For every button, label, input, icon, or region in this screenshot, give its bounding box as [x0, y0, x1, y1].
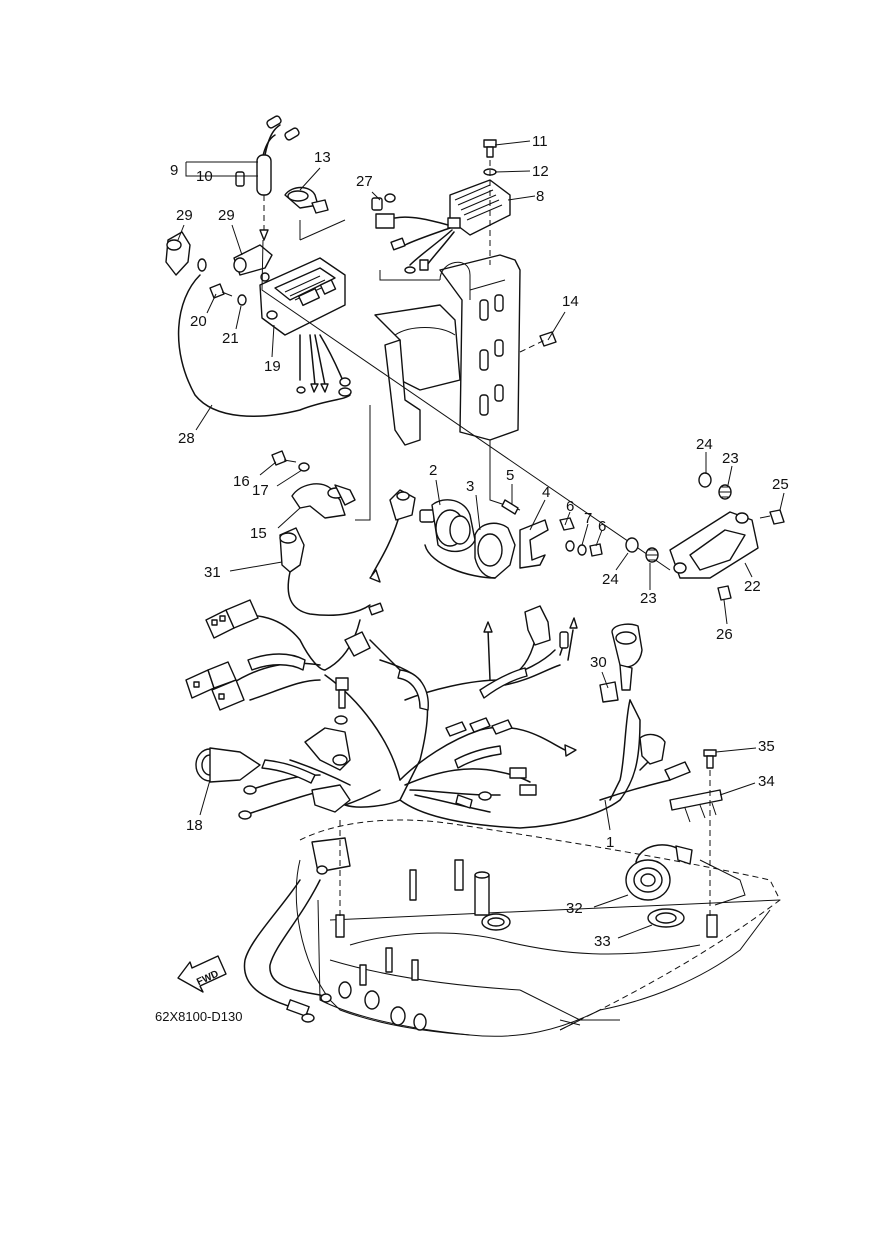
leader-lines	[177, 140, 785, 939]
callout-21: 21	[222, 330, 239, 347]
callout-26: 26	[716, 626, 733, 643]
callout-30: 30	[590, 654, 607, 671]
callout-23-lower: 23	[640, 590, 657, 607]
callout-15: 15	[250, 525, 267, 542]
callout-18: 18	[186, 817, 203, 834]
callout-16: 16	[233, 473, 250, 490]
callout-2: 2	[429, 462, 437, 479]
callout-10: 10	[196, 168, 213, 185]
callout-3: 3	[466, 478, 474, 495]
callout-20: 20	[190, 313, 207, 330]
callout-23-upper: 23	[722, 450, 739, 467]
cdi-unit	[259, 257, 352, 397]
callout-29-left: 29	[176, 207, 193, 224]
callout-1: 1	[606, 834, 614, 851]
callout-33: 33	[594, 933, 611, 950]
callout-31: 31	[204, 564, 221, 581]
callout-labels: 11 12 8 14 13 27 9 10 29 29 20 21 19 28 …	[170, 133, 789, 950]
callout-11: 11	[532, 133, 548, 150]
ground-lead-28	[177, 274, 351, 417]
mounting-bracket	[374, 254, 521, 446]
relay-assembly	[369, 489, 603, 583]
callout-19: 19	[264, 358, 281, 375]
rectifier-regulator	[375, 139, 511, 274]
callout-6-lower: 6	[598, 518, 606, 535]
callout-17: 17	[252, 482, 269, 499]
drawing-code: 62X8100-D130	[155, 1009, 242, 1024]
bottom-cowling	[295, 819, 781, 1037]
callout-5: 5	[506, 467, 514, 484]
callout-32: 32	[566, 900, 583, 917]
callout-8: 8	[536, 188, 544, 205]
callout-22: 22	[744, 578, 761, 595]
callout-6-upper: 6	[566, 498, 574, 515]
callout-28: 28	[178, 430, 195, 447]
callout-27: 27	[356, 173, 373, 190]
callout-14: 14	[562, 293, 579, 310]
callout-35: 35	[758, 738, 775, 755]
callout-34: 34	[758, 773, 775, 790]
plug-cap-31	[279, 527, 371, 617]
wire-harness	[185, 599, 691, 829]
callout-7: 7	[584, 510, 592, 527]
bracket-22	[625, 472, 785, 601]
callout-24-upper: 24	[696, 436, 713, 453]
cable-clamp	[271, 450, 356, 519]
battery-cables	[243, 837, 351, 1023]
fwd-arrow: FWD	[177, 955, 227, 993]
grommet-and-stay	[339, 749, 723, 928]
callout-4: 4	[542, 484, 550, 501]
callout-25: 25	[772, 476, 789, 493]
callout-9: 9	[170, 162, 178, 179]
callout-12: 12	[532, 163, 549, 180]
callout-13: 13	[314, 149, 331, 166]
callout-29-right: 29	[218, 207, 235, 224]
callout-24-lower: 24	[602, 571, 619, 588]
